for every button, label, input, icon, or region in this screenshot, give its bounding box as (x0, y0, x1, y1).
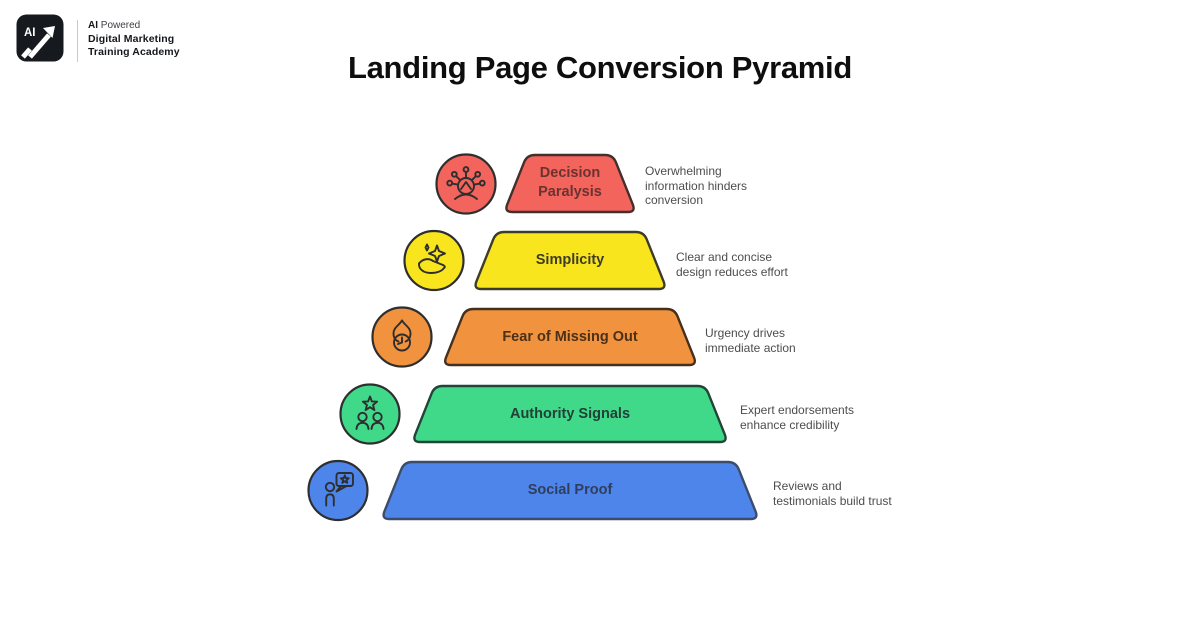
icon-glyph (428, 244, 446, 263)
logo-arrow-shaft (28, 33, 51, 59)
icon-glyph (392, 319, 403, 343)
icon-glyph (450, 170, 458, 178)
icon-glyph (455, 175, 461, 181)
pyramid-level-3 (443, 307, 697, 367)
level-desc-social-proof: Reviews and testimonials build trust (773, 479, 963, 508)
level-label-fomo: Fear of Missing Out (420, 328, 720, 347)
icon-glyph (446, 179, 454, 187)
icon-glyph (462, 166, 470, 173)
level-label-social-proof: Social Proof (420, 481, 720, 500)
icon-glyph (324, 481, 336, 493)
page-title: Landing Page Conversion Pyramid (347, 50, 853, 85)
desc-line: conversion (645, 193, 704, 207)
desc-line: Expert endorsements (740, 403, 855, 417)
icon-glyph (355, 421, 370, 430)
pyramid-level-4 (413, 384, 727, 444)
icon-glyph (393, 333, 411, 352)
label-line: Decision (539, 165, 601, 181)
logo-ai-text: AI (24, 27, 36, 39)
overwhelmed-person-icon (435, 153, 497, 215)
icon-circle (435, 153, 497, 215)
icon-circle (339, 383, 401, 445)
label-line: Simplicity (535, 252, 605, 268)
desc-line: design reduces effort (676, 264, 788, 279)
desc-line: Urgency drives (705, 326, 786, 340)
icon-glyph (478, 179, 486, 187)
icon-glyph (457, 177, 475, 195)
icon-glyph (325, 493, 335, 507)
icon-glyph (361, 395, 379, 412)
desc-line: immediate action (705, 340, 796, 355)
icon-glyph (372, 411, 383, 423)
icon-glyph (418, 258, 434, 265)
icon-glyph (424, 243, 430, 252)
logo-arrow-head (43, 26, 55, 38)
desc-line: Overwhelming (645, 164, 722, 178)
icon-glyph (370, 421, 385, 430)
desc-line: testimonials build trust (773, 493, 892, 508)
flame-clock-icon (371, 306, 433, 368)
brand-divider (77, 20, 78, 62)
desc-line: Reviews and (773, 479, 842, 493)
desc-line: Clear and concise (676, 250, 773, 264)
brand-powered: Powered (98, 20, 141, 31)
brand-line2: Digital Marketing (88, 32, 175, 45)
hand-sparkle-icon (403, 229, 465, 292)
icon-glyph (418, 262, 445, 274)
brand-line1: AI Powered (88, 20, 140, 31)
person-review-icon (307, 459, 369, 522)
level-label-decision-paralysis: Decision Paralysis (420, 164, 720, 202)
icon-glyph (339, 474, 350, 484)
brand-logo-icon: AI (16, 14, 64, 62)
desc-line: enhance credibility (740, 417, 840, 432)
label-line: Fear of Missing Out (502, 329, 638, 345)
icon-glyph (401, 319, 412, 343)
pyramid-level-2 (474, 230, 666, 291)
icon-glyph (335, 485, 348, 493)
level-label-simplicity: Simplicity (420, 251, 720, 270)
level-desc-authority-signals: Expert endorsements enhance credibility (740, 403, 930, 432)
pyramid-level-1 (505, 153, 635, 214)
icon-glyph (474, 170, 482, 178)
label-line: Paralysis (538, 184, 602, 200)
icon-glyph (460, 181, 472, 190)
brand-ai: AI (88, 20, 98, 31)
logo-slash (21, 47, 32, 59)
brand-line3: Training Academy (88, 46, 180, 58)
icon-glyph (451, 182, 459, 186)
icon-glyph (357, 411, 368, 423)
icon-glyph (471, 175, 477, 181)
level-desc-decision-paralysis: Overwhelming information hinders convers… (645, 164, 835, 208)
people-star-icon (339, 383, 401, 445)
level-desc-simplicity: Clear and concise design reduces effort (676, 250, 866, 279)
brand-logo: AI (16, 14, 64, 62)
label-line: Authority Signals (509, 406, 631, 422)
label-line: Social Proof (527, 482, 613, 498)
level-desc-fomo: Urgency drives immediate action (705, 326, 895, 355)
icon-glyph (432, 260, 446, 269)
level-label-authority-signals: Authority Signals (420, 405, 720, 424)
icon-glyph (473, 182, 481, 186)
desc-line: information hinders (645, 178, 748, 193)
brand-wordmark: AI Powered Digital Marketing Training Ac… (88, 19, 180, 60)
icon-glyph (397, 336, 403, 345)
pyramid-level-5 (382, 460, 758, 521)
